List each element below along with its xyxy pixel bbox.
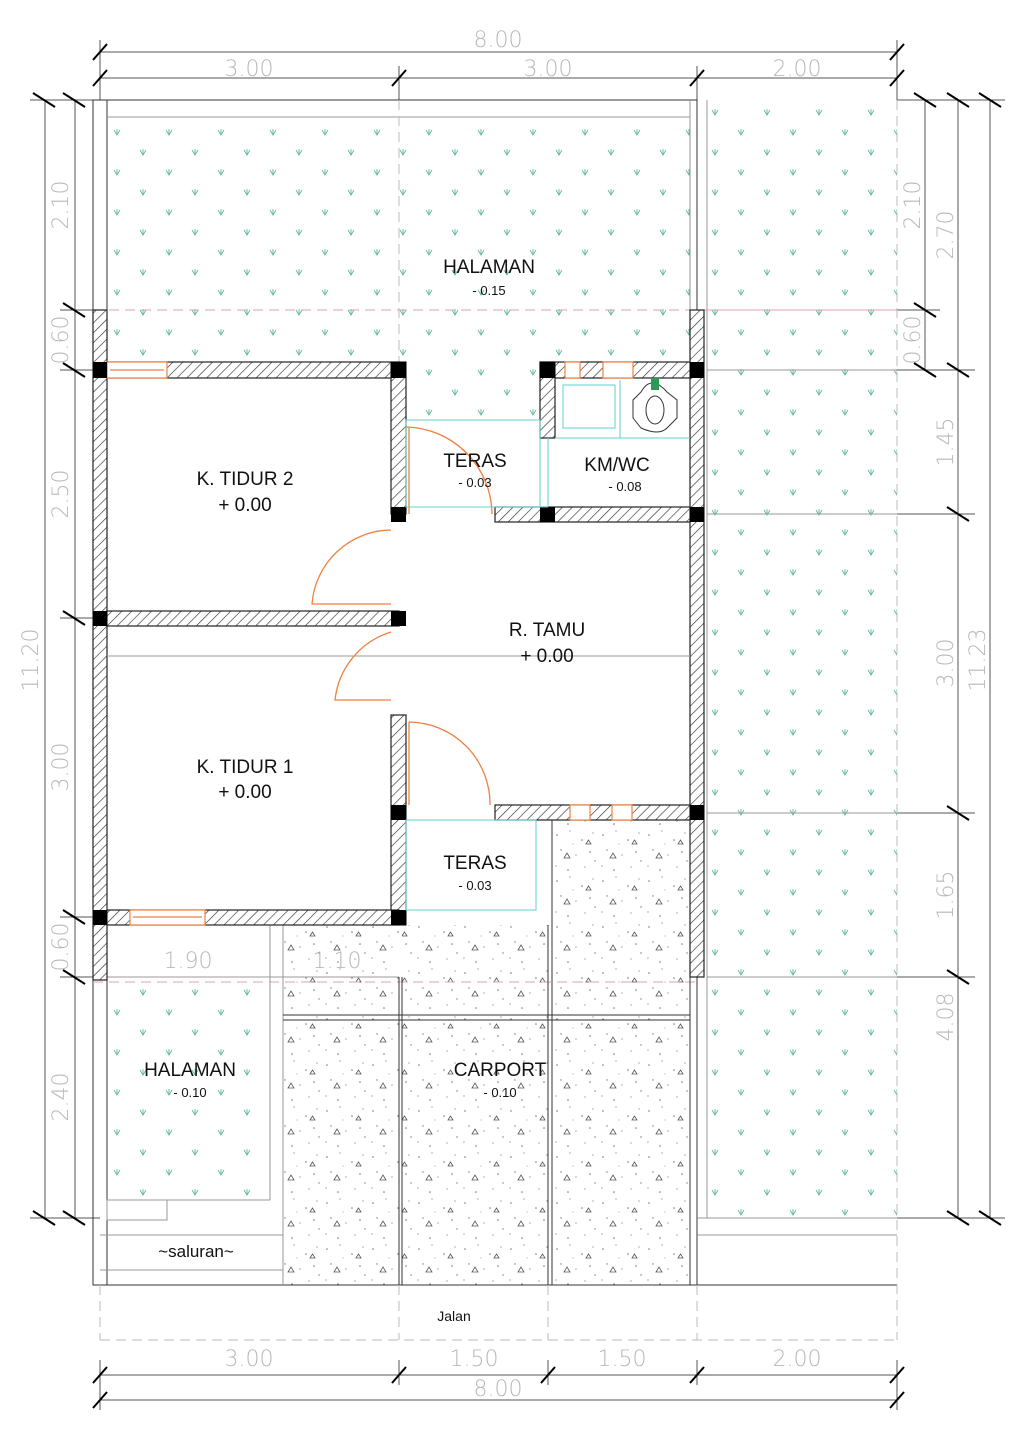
bedroom-2-level: + 0.00 — [218, 495, 271, 516]
columns — [93, 362, 704, 925]
right-dimension-2: 1.45 — [934, 418, 959, 467]
bottom-dimension-lines — [92, 1360, 905, 1410]
km-wc-level: - 0.08 — [608, 479, 641, 494]
right-total-dimension: 11.23 — [966, 629, 991, 692]
right-inner-dimension-1: 2.10 — [901, 181, 926, 230]
carport-gravel-mid — [402, 925, 548, 1285]
front-garden-label: HALAMAN — [144, 1060, 236, 1081]
living-room-label: R. TAMU — [509, 620, 585, 641]
drainage-label: ~saluran~ — [158, 1242, 234, 1261]
right-dimension-5: 4.08 — [934, 993, 959, 1042]
bottom-dimension-2: 1.50 — [450, 1347, 499, 1372]
left-dimension-2: 0.60 — [49, 316, 74, 365]
top-dimension-3: 2.00 — [773, 57, 822, 82]
bottom-dimension-3: 1.50 — [598, 1347, 647, 1372]
carport-gravel-right — [552, 820, 690, 1285]
backyard-label: HALAMAN — [443, 257, 535, 278]
km-wc-grass-top — [407, 370, 540, 420]
teras-front-label: TERAS — [443, 853, 506, 874]
carport-level: - 0.10 — [483, 1085, 516, 1100]
inner-dimension-1: 1.90 — [164, 949, 213, 974]
left-dimension-6: 2.40 — [49, 1073, 74, 1122]
backyard-level: - 0.15 — [472, 283, 505, 298]
living-room-level: + 0.00 — [520, 646, 573, 667]
top-dimension-lines — [92, 40, 905, 100]
right-inner-dimension-2: 0.60 — [901, 316, 926, 365]
side-garden-grass — [707, 100, 897, 1218]
bottom-dimension-4: 2.00 — [773, 1347, 822, 1372]
doors — [311, 426, 493, 806]
bedroom-1-level: + 0.00 — [218, 782, 271, 803]
km-wc-label: KM/WC — [584, 455, 649, 476]
carport-label: CARPORT — [454, 1060, 547, 1081]
left-dimension-1: 2.10 — [49, 181, 74, 230]
teras-top-label: TERAS — [443, 451, 506, 472]
toilet-icon — [632, 378, 678, 433]
teras-top-level: - 0.03 — [458, 475, 491, 490]
bedroom-1-label: K. TIDUR 1 — [197, 757, 294, 778]
left-dimension-4: 3.00 — [49, 743, 74, 792]
top-dimension-1: 3.00 — [225, 57, 274, 82]
left-dimension-lines — [30, 92, 100, 1226]
left-dimension-3: 2.50 — [49, 470, 74, 519]
right-dimension-1: 2.70 — [934, 211, 959, 260]
right-dimension-3: 3.00 — [934, 639, 959, 688]
road-label: Jalan — [437, 1308, 470, 1324]
bottom-dimension-1: 3.00 — [225, 1347, 274, 1372]
left-dimension-5: 0.60 — [49, 923, 74, 972]
carport-gravel-left — [283, 925, 399, 1285]
right-dimension-lines — [897, 92, 1005, 1226]
bedroom-2-label: K. TIDUR 2 — [197, 469, 294, 490]
front-garden-grass — [107, 982, 270, 1200]
top-dimension-2: 3.00 — [524, 57, 573, 82]
front-garden-level: - 0.10 — [173, 1085, 206, 1100]
bottom-total-dimension: 8.00 — [474, 1377, 523, 1402]
top-total-dimension: 8.00 — [474, 28, 523, 53]
left-total-dimension: 11.20 — [19, 629, 44, 692]
right-dimension-4: 1.65 — [934, 871, 959, 920]
floor-lines — [405, 380, 690, 911]
teras-front-level: - 0.03 — [458, 878, 491, 893]
inner-dimension-2: 1.10 — [313, 949, 362, 974]
